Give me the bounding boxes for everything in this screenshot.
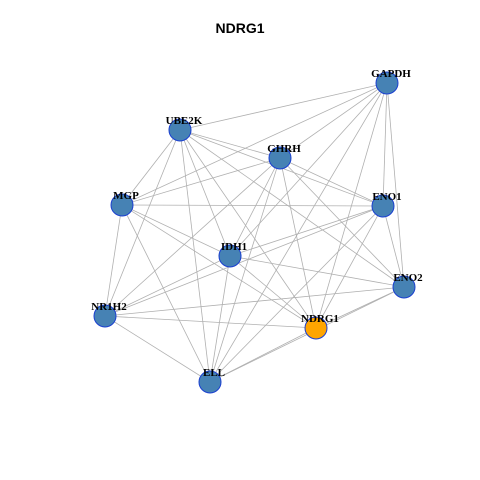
node-label-idh1: IDH1 <box>221 241 247 253</box>
edge-ube2k-ell <box>179 129 211 383</box>
node-ell: ELL <box>198 367 225 394</box>
edge-eno1-idh1 <box>229 205 384 257</box>
node-label-ndrg1: NDRG1 <box>301 313 339 325</box>
edge-layer <box>104 82 405 383</box>
edge-ghrh-eno1 <box>279 157 384 207</box>
edge-nr1h2-ndrg1 <box>104 315 317 329</box>
node-circle-ghrh <box>268 146 292 170</box>
node-label-eno2: ENO2 <box>393 272 423 284</box>
edge-mgp-nr1h2 <box>104 204 123 317</box>
node-label-nr1h2: NR1H2 <box>91 301 127 313</box>
edge-ghrh-nr1h2 <box>104 157 281 317</box>
edge-idh1-nr1h2 <box>104 255 231 317</box>
edge-idh1-ndrg1 <box>229 255 317 329</box>
edge-gapdh-mgp <box>121 82 388 206</box>
node-circle-gapdh <box>375 71 399 95</box>
edge-ube2k-idh1 <box>179 129 231 257</box>
node-circle-idh1 <box>218 244 242 268</box>
node-label-gapdh: GAPDH <box>371 68 411 80</box>
edge-ghrh-ell <box>209 157 281 383</box>
edge-ghrh-mgp <box>121 157 281 206</box>
edge-mgp-idh1 <box>121 204 231 257</box>
node-circle-ell <box>198 370 222 394</box>
node-circle-ube2k <box>168 118 192 142</box>
edge-gapdh-eno2 <box>386 82 405 288</box>
edge-eno2-nr1h2 <box>104 286 405 317</box>
node-ndrg1: NDRG1 <box>301 313 339 340</box>
node-ube2k: UBE2K <box>166 115 203 142</box>
node-ghrh: GHRH <box>267 143 301 170</box>
edge-mgp-eno1 <box>121 204 384 207</box>
node-nr1h2: NR1H2 <box>91 301 127 328</box>
node-label-ghrh: GHRH <box>267 143 301 155</box>
edge-eno1-nr1h2 <box>104 205 384 317</box>
node-mgp: MGP <box>110 190 139 217</box>
node-circle-eno2 <box>392 275 416 299</box>
node-eno1: ENO1 <box>371 191 402 218</box>
edge-idh1-eno2 <box>229 255 405 288</box>
edge-idh1-ell <box>209 255 231 383</box>
edge-eno1-ndrg1 <box>315 205 384 329</box>
node-circle-eno1 <box>371 194 395 218</box>
edge-gapdh-idh1 <box>229 82 388 257</box>
edge-ube2k-eno2 <box>179 129 405 288</box>
node-circle-mgp <box>110 193 134 217</box>
edge-gapdh-ell <box>209 82 388 383</box>
node-circle-ndrg1 <box>304 316 328 340</box>
edge-gapdh-ube2k <box>179 82 388 131</box>
node-circle-nr1h2 <box>93 304 117 328</box>
edge-nr1h2-ell <box>104 315 211 383</box>
edge-ube2k-nr1h2 <box>104 129 181 317</box>
edge-ube2k-ndrg1 <box>179 129 317 329</box>
node-layer: GAPDH UBE2K GHRH MGP ENO1IDH1ENO2NR1H2NDRG1E… <box>91 68 423 394</box>
diagram-title: NDRG1 <box>215 20 265 36</box>
node-gapdh: GAPDH <box>371 68 411 95</box>
node-idh1: IDH1 <box>218 241 247 268</box>
edge-mgp-ell <box>121 204 211 383</box>
node-label-eno1: ENO1 <box>372 191 401 203</box>
edge-eno1-eno2 <box>382 205 405 288</box>
edge-gapdh-eno1 <box>382 82 388 207</box>
edge-eno1-ell <box>209 205 384 383</box>
edge-ghrh-idh1 <box>229 157 281 257</box>
node-label-ell: ELL <box>203 367 225 379</box>
edge-ndrg1-ell <box>209 327 317 383</box>
node-eno2: ENO2 <box>392 272 423 299</box>
node-label-ube2k: UBE2K <box>166 115 203 127</box>
edge-ube2k-mgp <box>121 129 181 206</box>
edge-ube2k-ghrh <box>179 129 281 159</box>
edge-gapdh-ghrh <box>279 82 388 159</box>
edge-ghrh-ndrg1 <box>279 157 317 329</box>
node-label-mgp: MGP <box>113 190 139 202</box>
